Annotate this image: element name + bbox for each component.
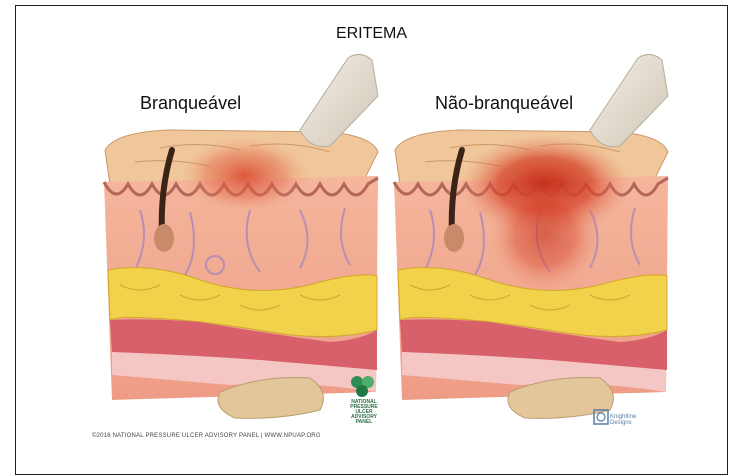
label-blanchable: Branqueável [140, 93, 241, 114]
label-non-blanchable: Não-branqueável [435, 93, 573, 114]
knightline-logo-line2: Designs [610, 420, 636, 426]
erythema-illustration [0, 0, 743, 463]
npuap-logo-text: NATIONAL PRESSURE ULCER ADVISORY PANEL [344, 400, 384, 425]
knightline-logo-text: Knightline Designs [610, 414, 636, 426]
copyright-text: ©2016 NATIONAL PRESSURE ULCER ADVISORY P… [92, 433, 321, 439]
